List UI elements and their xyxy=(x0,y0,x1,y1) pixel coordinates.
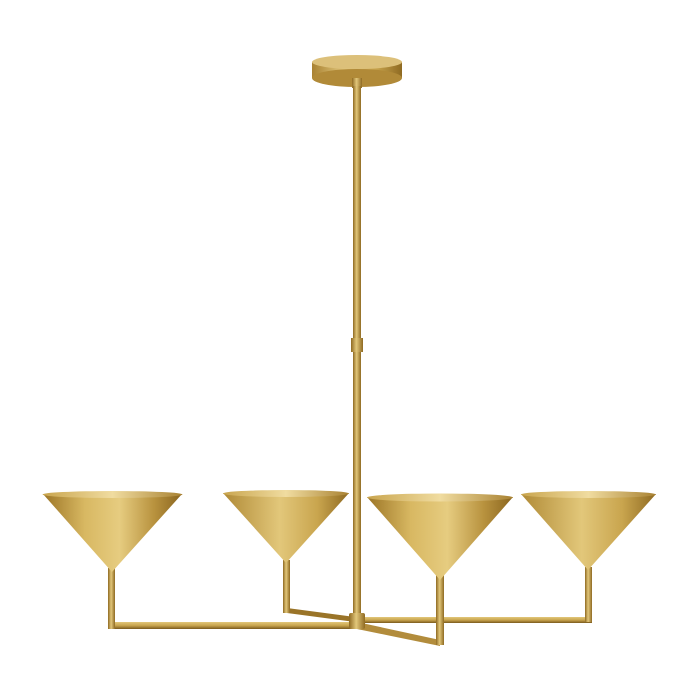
cone-shade-2 xyxy=(223,490,349,563)
stem-rod xyxy=(351,86,363,620)
shade-posts xyxy=(108,560,592,645)
cone-shade-1 xyxy=(42,491,183,572)
cone-shade-3 xyxy=(367,493,513,580)
ceiling-canopy xyxy=(312,55,402,88)
arms xyxy=(110,608,592,646)
cone-shade-4 xyxy=(521,491,656,570)
